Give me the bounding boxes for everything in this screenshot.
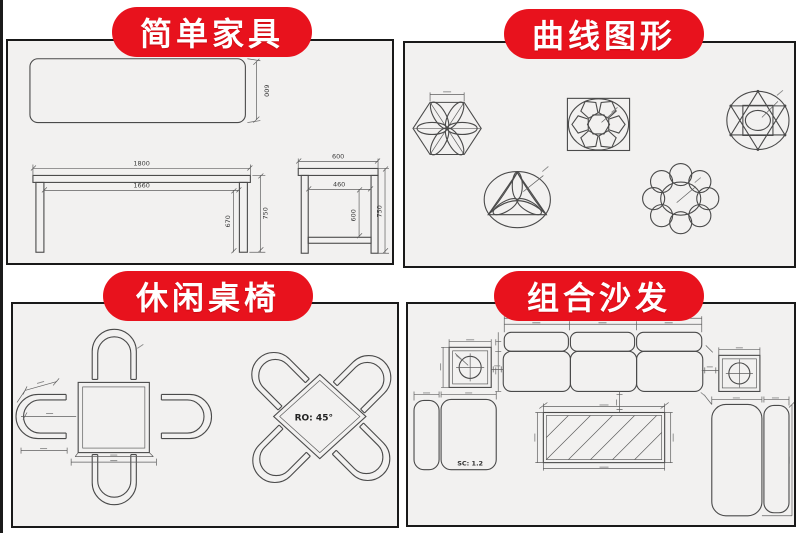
table-side-view: 600 460 600 750 <box>296 152 390 254</box>
scale-label: SC: 1.2 <box>457 460 483 468</box>
sofa-set-drawing: SC: 1.2 <box>413 316 794 517</box>
banner-sofa-set: 组合沙发 <box>494 271 704 321</box>
armchair: SC: 1.2 <box>413 391 497 471</box>
sofa-three-seat <box>502 331 704 392</box>
chair-northwest <box>242 342 310 411</box>
dimension-lines <box>16 343 157 466</box>
dim-side-height: 750 <box>376 205 384 217</box>
chair-right <box>160 393 213 440</box>
dim-table-width: 1800 <box>133 159 149 167</box>
circle-flower-pattern <box>642 162 720 235</box>
dim-side-inner-width: 460 <box>333 180 345 188</box>
simple-furniture-drawing: 600 1800 1660 670 750 600 <box>29 58 390 254</box>
pentagon-rosette-pattern <box>566 97 631 152</box>
end-table-right <box>701 345 761 392</box>
chair-northeast <box>332 345 397 414</box>
table-front-view: 1800 1660 670 750 <box>30 159 269 254</box>
dim-table-inner-width: 1660 <box>133 181 149 189</box>
hexagon-flower-pattern <box>412 91 482 156</box>
chaise-lounge <box>700 392 794 517</box>
curve-shapes-drawing <box>412 89 790 235</box>
dim-table-height: 750 <box>261 207 269 219</box>
coffee-table <box>534 402 674 471</box>
banner-simple-furniture: 简单家具 <box>112 7 312 57</box>
chair-top <box>91 328 137 380</box>
panel-sofa-set: SC: 1.2 <box>406 302 796 527</box>
rotation-label: RO: 45° <box>295 414 333 424</box>
dim-side-inner-height: 600 <box>350 209 358 221</box>
panel-simple-furniture: 600 1800 1660 670 750 600 <box>6 39 394 265</box>
end-table-left <box>440 339 504 388</box>
rotated-table: RO: 45° <box>272 373 367 460</box>
bench-top-view: 600 <box>29 58 270 124</box>
panel-curve-shapes <box>403 41 796 268</box>
dim-bench-depth: 600 <box>262 84 270 96</box>
hexagram-medallion-pattern <box>726 89 790 151</box>
arc-star-pattern <box>483 166 551 229</box>
page-left-edge <box>0 0 3 533</box>
sofa-dimensions <box>495 316 703 413</box>
banner-curve-shapes: 曲线图形 <box>504 9 704 59</box>
dim-side-width: 600 <box>332 152 344 160</box>
dim-leg-height: 670 <box>224 215 232 227</box>
banner-leisure-set: 休闲桌椅 <box>103 271 313 321</box>
square-table <box>77 381 150 454</box>
leisure-set-drawing: RO: 45° <box>15 328 397 506</box>
panel-leisure-set: RO: 45° <box>11 302 399 528</box>
